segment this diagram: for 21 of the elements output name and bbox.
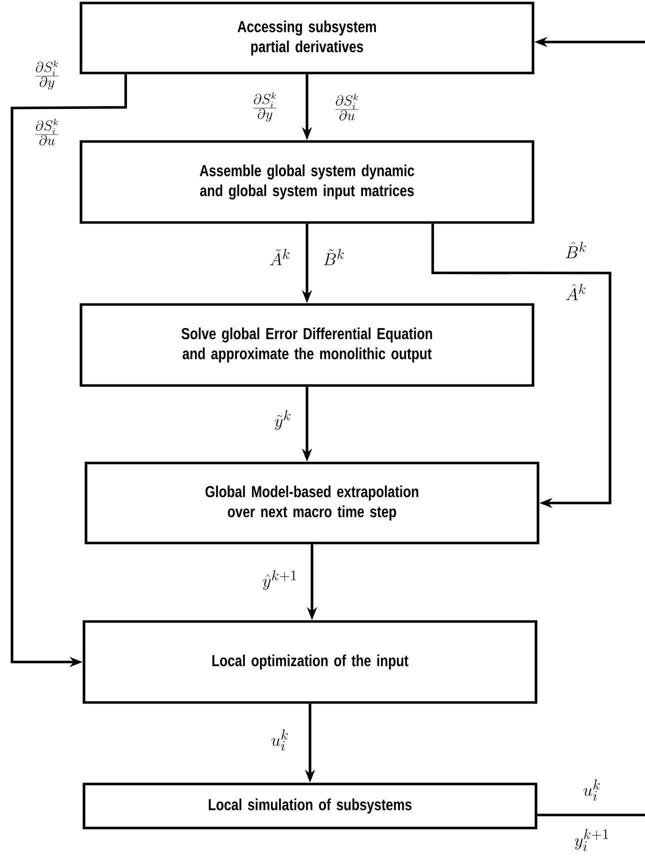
edge-label: $\hat{B}^k$ bbox=[566, 242, 586, 258]
signal-label: $\tilde{B}^k$ bbox=[324, 248, 344, 266]
process-box: Local simulation of subsystems bbox=[82, 782, 538, 830]
signal-label: $\frac{\partial S_i^k}{\partial u}$ bbox=[35, 118, 59, 146]
edge-label: $\tilde{A}^k$ bbox=[270, 248, 290, 266]
edge-label: $u_i^k$ bbox=[584, 780, 600, 801]
process-box: Accessing subsystem partial derivatives bbox=[80, 2, 534, 74]
signal-label: $\hat{A}^k$ bbox=[566, 284, 586, 300]
process-box: Local optimization of the input bbox=[82, 620, 538, 704]
signal-label: $\frac{\partial S_i^k}{\partial u}$ bbox=[335, 94, 359, 120]
signal-label: $y_i^{k+1}$ bbox=[574, 828, 608, 852]
edge-label: $\frac{\partial S_i^k}{\partial y}$ bbox=[253, 92, 277, 122]
arrow bbox=[431, 224, 612, 508]
edge-label: $\frac{\partial S_i^k}{\partial y}$ bbox=[35, 60, 59, 90]
edge-label: $\tilde{y}^k$ bbox=[274, 410, 290, 430]
process-box: Global Model-based extrapolation over next macro time step bbox=[84, 462, 540, 544]
process-box: Solve global Error Differential Equation and approximate the monolithic output bbox=[80, 303, 534, 387]
edge-label: $u_i^k$ bbox=[272, 730, 288, 751]
connector-line bbox=[537, 814, 645, 816]
process-box: Assemble global system dynamic and global system input matrices bbox=[80, 140, 534, 224]
edge-label: $\hat{y}^{k+1}$ bbox=[262, 570, 296, 590]
